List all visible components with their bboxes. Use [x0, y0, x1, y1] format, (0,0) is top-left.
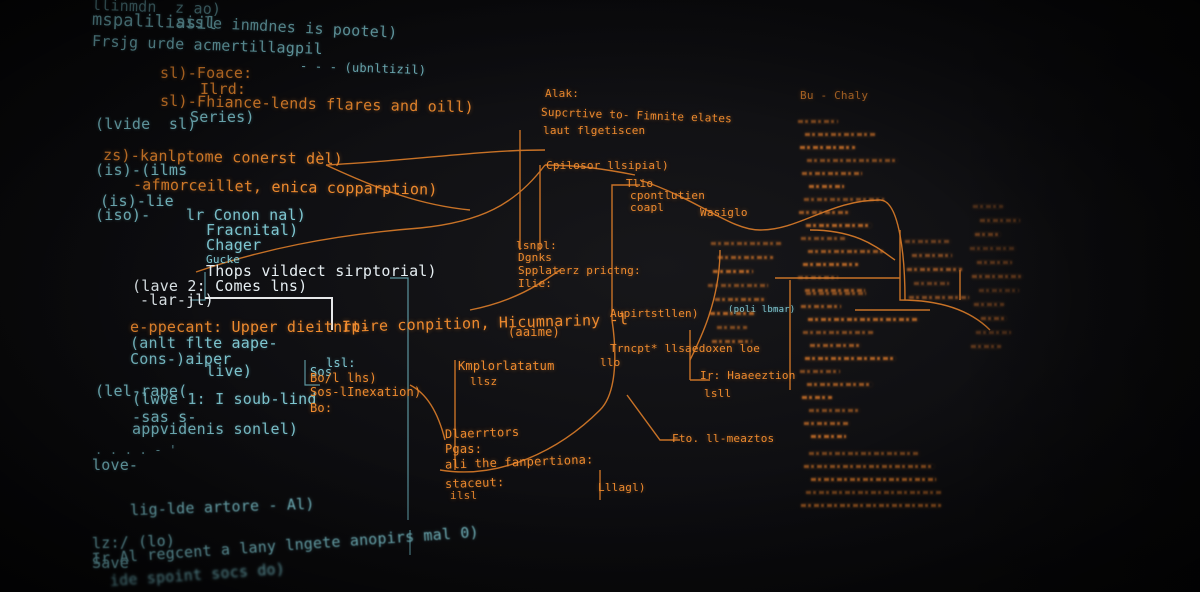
blurred-code-row: [806, 491, 941, 494]
node-label: Fto. ll-meaztos: [672, 432, 775, 445]
blurred-code-row: [798, 120, 838, 123]
code-line: e-ppecant: Upper dieitnrt-: [130, 318, 370, 336]
node-label: coapl: [630, 201, 665, 214]
blurred-code-row: [981, 317, 1006, 320]
code-line: appvidenis sonlel): [132, 420, 299, 438]
blurred-code-row: [811, 478, 936, 481]
node-label: Cpilosor llsipial): [546, 159, 669, 172]
blurred-code-row: [971, 345, 1001, 348]
blurred-code-row: [801, 305, 841, 308]
blurred-code-row: [808, 318, 918, 321]
blurred-code-row: [805, 133, 875, 136]
node-label: lsll: [704, 387, 732, 400]
blurred-code-row: [711, 242, 781, 245]
node-label: llsz: [470, 375, 498, 388]
blurred-code-row: [809, 409, 859, 412]
node-label: cpontlutien: [630, 189, 706, 202]
node-label: Dlaerrtors: [444, 424, 520, 442]
node-label: Alak:: [545, 87, 580, 100]
blurred-code-row: [805, 357, 895, 360]
blurred-code-row: [907, 268, 962, 271]
blurred-code-row: [808, 250, 883, 253]
blurred-code-row: [973, 205, 1003, 208]
blurred-code-row: [979, 289, 1019, 292]
blurred-code-row: [804, 465, 934, 468]
blurred-code-row: [802, 172, 862, 175]
blurred-code-row: [804, 422, 849, 425]
blurred-code-row: [713, 270, 753, 273]
code-line: Chager: [206, 236, 262, 254]
code-line: . . . . - ': [95, 443, 177, 457]
code-line: live): [206, 362, 253, 380]
blurred-code-row: [809, 452, 919, 455]
node-label: Bu - Chaly: [800, 89, 869, 102]
code-line: Series): [190, 108, 255, 126]
blurred-code-row: [806, 224, 871, 227]
blurred-code-row: [708, 284, 768, 287]
node-label: Bo/l lhs): [310, 371, 377, 385]
blurred-code-row: [804, 198, 884, 201]
node-label: ilsl: [450, 489, 478, 502]
node-label: Ir: Haaeeztion: [700, 369, 796, 382]
node-label: laut flgetiscen: [543, 124, 646, 137]
blurred-code-row: [905, 240, 950, 243]
blurred-code-row: [977, 261, 1012, 264]
blurred-code-row: [909, 296, 969, 299]
blurred-code-row: [803, 331, 873, 334]
blurred-code-row: [972, 275, 1022, 278]
node-label: Ilie:: [518, 277, 553, 290]
code-line: (lvide sl): [95, 115, 197, 133]
node-label: Kmplorlatatum: [458, 359, 555, 373]
node-label: Bo:: [310, 401, 333, 415]
node-label: Spplaterz prictng:: [518, 264, 641, 277]
blurred-code-row: [912, 254, 952, 257]
node-label: Trncpt* llsaedoxen loe: [610, 342, 761, 355]
blurred-code-row: [807, 383, 872, 386]
code-line: -lar-jl): [140, 291, 214, 309]
blurred-code-row: [801, 504, 941, 507]
blurred-code-row: [717, 326, 747, 329]
code-line: (iso)-: [95, 206, 151, 224]
blurred-code-row: [718, 256, 773, 259]
blurred-code-row: [974, 303, 1004, 306]
blurred-code-row: [970, 247, 1015, 250]
node-label: llo: [600, 356, 621, 369]
blurred-code-row: [810, 344, 860, 347]
blurred-code-row: [712, 340, 752, 343]
code-line: love-: [92, 456, 139, 474]
blurred-code-row: [800, 370, 840, 373]
blurred-code-row: [806, 292, 866, 295]
blurred-code-row: [809, 185, 844, 188]
blurred-code-row: [800, 146, 855, 149]
node-label: Pgas:: [445, 442, 483, 456]
node-label: Tlio: [626, 177, 654, 190]
code-line: (lwve 1: I soub-lind: [132, 390, 317, 408]
node-label: Wasiglo: [700, 206, 748, 219]
node-label: Dgnks: [518, 251, 553, 264]
blurred-code-row: [914, 282, 949, 285]
node-label: Aupirtstllen): [610, 307, 699, 320]
node-label: lsnpl:: [516, 239, 557, 252]
node-label: Sos-lInexation): [310, 385, 422, 399]
blurred-code-row: [802, 396, 832, 399]
blurred-code-row: [798, 276, 838, 279]
blurred-code-row: [801, 237, 846, 240]
blurred-code-row: [976, 331, 1011, 334]
node-label: (aaime): [508, 325, 560, 339]
code-line: sl)-Foace:: [160, 64, 253, 82]
blurred-code-row: [975, 233, 1000, 236]
code-line: (anlt flte aape-: [130, 334, 278, 352]
blurred-code-row: [715, 298, 765, 301]
blurred-code-row: [980, 219, 1020, 222]
blurred-code-row: [811, 435, 846, 438]
blurred-code-row: [710, 312, 755, 315]
node-label: staceut:: [444, 474, 505, 492]
blurred-code-row: [799, 211, 849, 214]
blurred-code-row: [803, 263, 858, 266]
node-label: Lllagl): [598, 481, 646, 494]
blurred-code-row: [807, 159, 897, 162]
